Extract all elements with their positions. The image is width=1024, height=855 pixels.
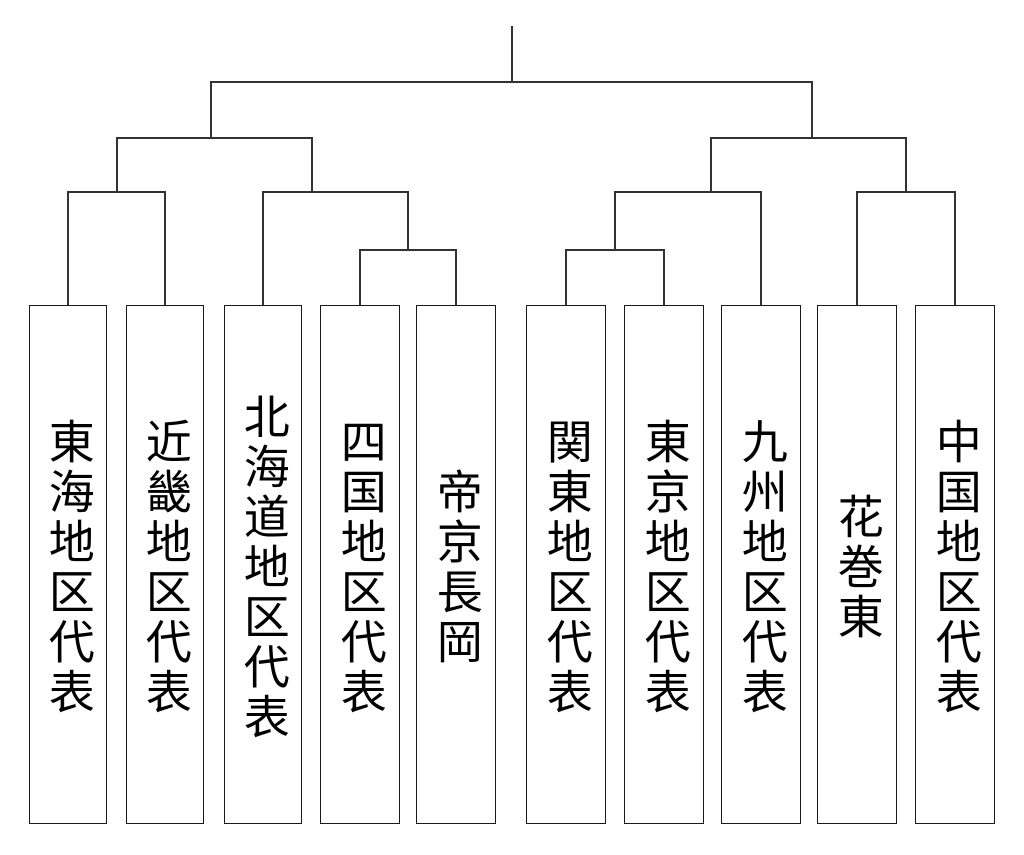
team-label: 近畿地区代表 [138, 417, 193, 718]
team-box-seed-2[interactable]: 近畿地区代表 [126, 305, 204, 824]
team-box-seed-4[interactable]: 四国地区代表 [320, 305, 400, 824]
team-label: 関東地区代表 [539, 417, 594, 718]
team-box-seed-10[interactable]: 中国地区代表 [915, 305, 995, 824]
team-label: 北海道地区代表 [236, 392, 291, 743]
team-box-seed-1[interactable]: 東海地区代表 [29, 305, 107, 824]
team-box-seed-8[interactable]: 九州地区代表 [721, 305, 801, 824]
team-box-seed-3[interactable]: 北海道地区代表 [224, 305, 302, 824]
team-box-seed-9[interactable]: 花巻東 [817, 305, 897, 824]
team-box-seed-5[interactable]: 帝京長岡 [416, 305, 496, 824]
team-box-seed-7[interactable]: 東京地区代表 [624, 305, 704, 824]
team-label: 四国地区代表 [333, 417, 388, 718]
team-label: 東京地区代表 [637, 417, 692, 718]
team-label: 東海地区代表 [41, 417, 96, 718]
team-label: 九州地区代表 [734, 417, 789, 718]
team-box-seed-6[interactable]: 関東地区代表 [526, 305, 606, 824]
team-label: 中国地区代表 [928, 417, 983, 718]
team-label: 花巻東 [830, 492, 885, 643]
team-label: 帝京長岡 [429, 467, 484, 668]
